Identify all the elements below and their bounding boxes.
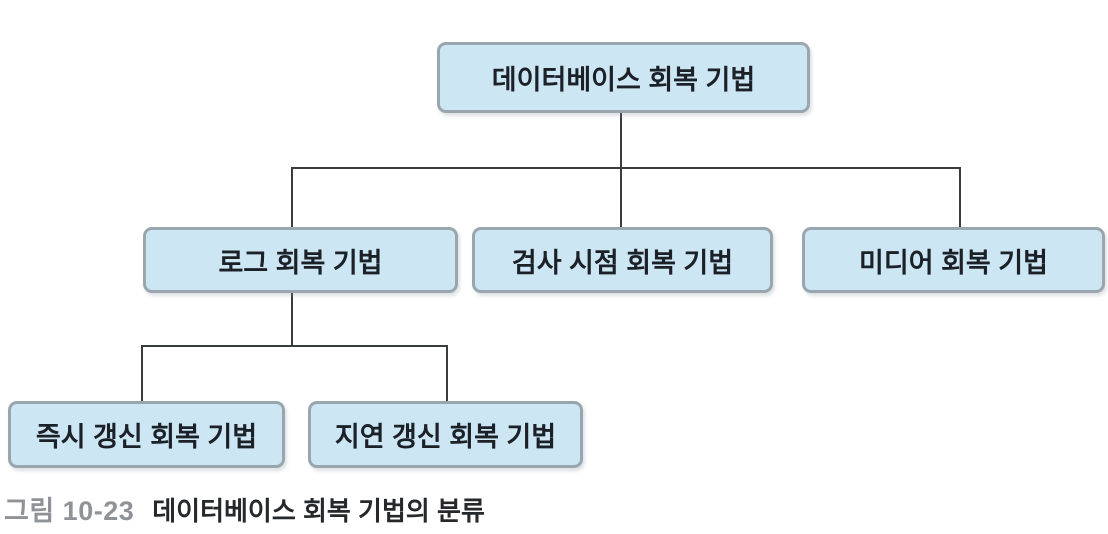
node-media-recovery: 미디어 회복 기법 bbox=[802, 227, 1105, 293]
connector-level3-bus bbox=[141, 345, 448, 347]
connector-log-stem bbox=[291, 292, 293, 346]
node-immediate-update-recovery: 즉시 갱신 회복 기법 bbox=[8, 401, 285, 468]
connector-root-stem bbox=[620, 112, 622, 168]
connector-checkpoint-drop bbox=[620, 167, 622, 228]
connector-media-drop bbox=[959, 167, 961, 228]
figure-caption-label: 그림 10-23 bbox=[4, 496, 135, 526]
connector-immediate-drop bbox=[141, 345, 143, 402]
figure-caption-text: 데이터베이스 회복 기법의 분류 bbox=[152, 496, 485, 526]
figure-caption: 그림 10-23 데이터베이스 회복 기법의 분류 bbox=[4, 489, 485, 528]
node-deferred-update-recovery: 지연 갱신 회복 기법 bbox=[308, 401, 583, 468]
connector-log-drop bbox=[291, 167, 293, 228]
node-checkpoint-recovery: 검사 시점 회복 기법 bbox=[472, 227, 773, 293]
connector-level2-bus bbox=[291, 167, 961, 169]
node-log-recovery: 로그 회복 기법 bbox=[143, 227, 458, 293]
node-database-recovery: 데이터베이스 회복 기법 bbox=[437, 42, 810, 113]
connector-deferred-drop bbox=[446, 345, 448, 402]
